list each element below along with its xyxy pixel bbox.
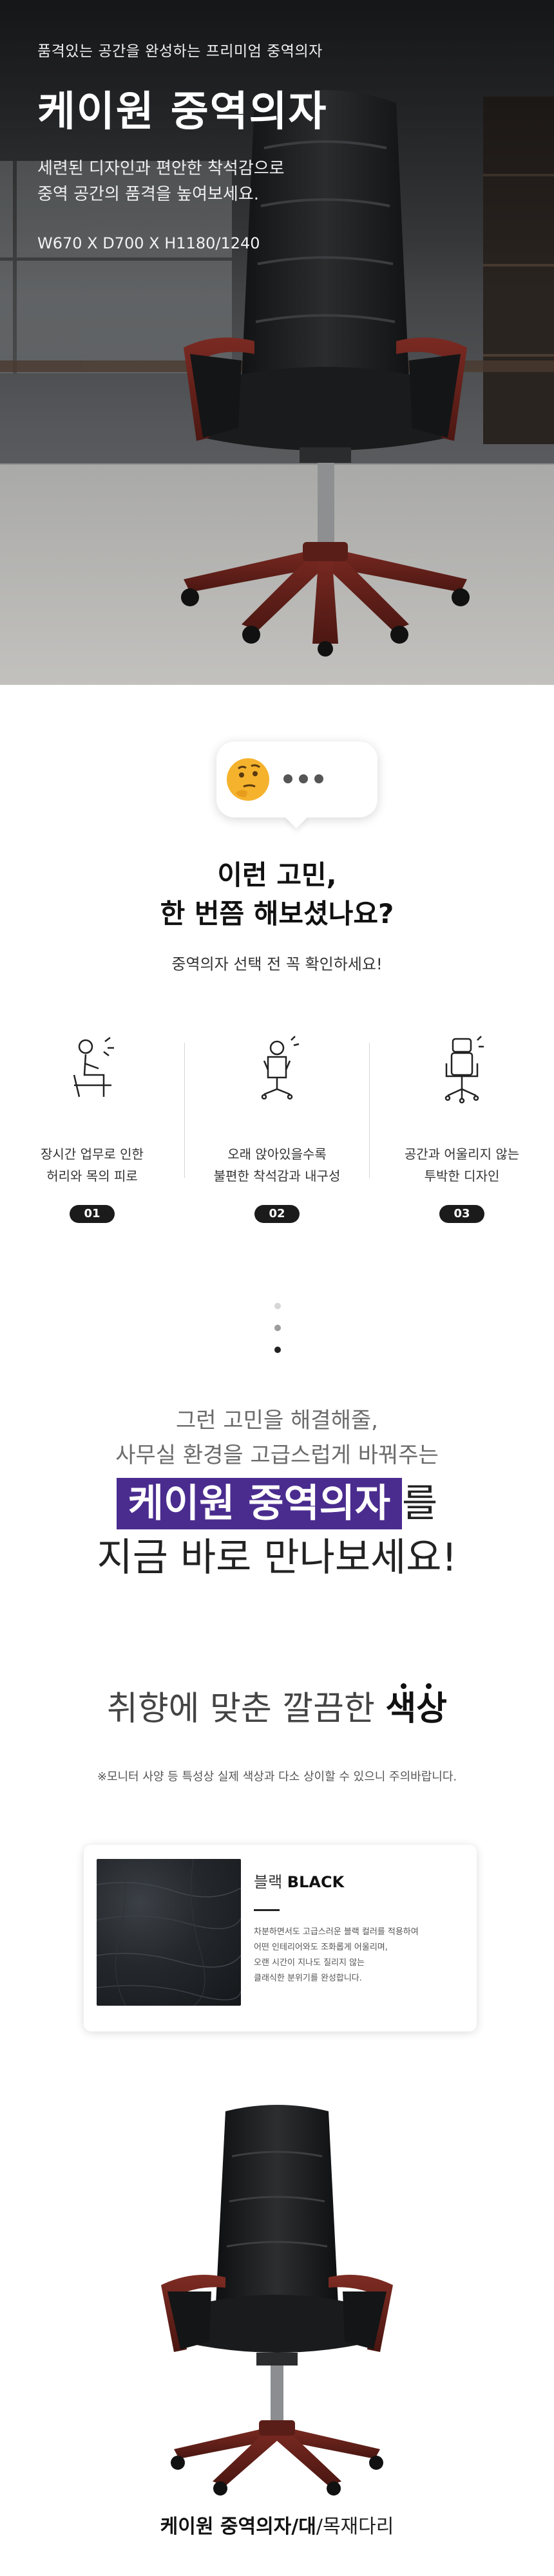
color-name-en: BLACK bbox=[287, 1873, 345, 1891]
worry-text-line: 투박한 디자인 bbox=[424, 1168, 500, 1184]
hero-banner: 품격있는 공간을 완성하는 프리미엄 중역의자 케이원 중역의자 세련된 디자인… bbox=[0, 0, 554, 685]
worry-title: 이런 고민, 한 번쯤 해보셨나요? bbox=[0, 856, 554, 933]
hero-dimensions: W670 X D700 X H1180/1240 bbox=[37, 234, 260, 252]
color-name-ko: 블랙 bbox=[254, 1873, 287, 1891]
color-notice: ※모니터 사양 등 특성상 실제 색상과 다소 상이할 수 있으니 주의바랍니다… bbox=[97, 1770, 457, 1784]
color-title-prefix: 취향에 맞춘 깔끔한 bbox=[107, 1690, 386, 1728]
solution-intro: 그런 고민을 해결해줄, 사무실 환경을 고급스럽게 바꿔주는 bbox=[0, 1403, 554, 1473]
ellipsis-icon bbox=[283, 774, 330, 786]
hero-chair-image bbox=[181, 90, 470, 657]
color-section-title: 취향에 맞춘 깔끔한 색상 bbox=[0, 1681, 554, 1730]
worry-text: 공간과 어울리지 않는 투박한 디자인 bbox=[370, 1143, 554, 1187]
thinking-speech-bubble bbox=[216, 742, 377, 817]
worry-number-badge: 03 bbox=[439, 1205, 484, 1223]
worry-number-badge: 01 bbox=[70, 1205, 115, 1223]
black-leather-swatch bbox=[97, 1859, 241, 2006]
color-divider bbox=[254, 1909, 280, 1911]
headline-suffix: 를 bbox=[402, 1481, 438, 1526]
worry-item: 공간과 어울리지 않는 투박한 디자인 03 bbox=[370, 1023, 554, 1229]
uncomfortable-chair-person-icon bbox=[261, 1036, 300, 1100]
worry-text: 오래 앉아있을수록 불편한 착석감과 내구성 bbox=[185, 1143, 369, 1187]
vertical-dots-divider bbox=[274, 1303, 281, 1368]
worry-title-line: 이런 고민, bbox=[217, 859, 337, 891]
solution-line: 그런 고민을 해결해줄, bbox=[176, 1408, 378, 1433]
color-desc-line: 차분하면서도 고급스러운 블랙 컬러를 적용하여 bbox=[254, 1927, 419, 1937]
worry-subtitle: 중역의자 선택 전 꼭 확인하세요! bbox=[171, 955, 383, 973]
worry-text: 장시간 업무로 인한 허리와 목의 피로 bbox=[0, 1143, 184, 1187]
hero-text-block: 품격있는 공간을 완성하는 프리미엄 중역의자 케이원 중역의자 세련된 디자인… bbox=[37, 39, 327, 252]
color-title-emphasis: 색상 bbox=[385, 1690, 447, 1728]
hero-description: 세련된 디자인과 편안한 착석감으로 중역 공간의 품격을 높여보세요. bbox=[37, 156, 327, 207]
worry-item: 장시간 업무로 인한 허리와 목의 피로 01 bbox=[0, 1023, 184, 1229]
product-caption-name: 케이원 중역의자/대 bbox=[160, 2515, 316, 2538]
hero-subtitle: 품격있는 공간을 완성하는 프리미엄 중역의자 bbox=[37, 43, 323, 60]
hero-desc-line: 중역 공간의 품격을 높여보세요. bbox=[37, 185, 260, 204]
thinking-face-icon bbox=[227, 758, 269, 801]
color-description: 차분하면서도 고급스러운 블랙 컬러를 적용하여 어떤 인테리어와도 조화롭게 … bbox=[254, 1925, 466, 1986]
product-name-highlight: 케이원 중역의자 bbox=[116, 1478, 403, 1529]
bulky-chair-icon bbox=[444, 1036, 484, 1104]
color-name: 블랙 BLACK bbox=[254, 1869, 344, 1892]
color-desc-line: 클래식한 분위기를 완성합니다. bbox=[254, 1974, 362, 1983]
divider bbox=[184, 1043, 185, 1178]
solution-headline-line2: 지금 바로 만나보세요! bbox=[97, 1535, 457, 1580]
worry-text-line: 허리와 목의 피로 bbox=[46, 1168, 138, 1184]
divider bbox=[369, 1043, 370, 1178]
color-desc-line: 오랜 시간이 지나도 질리지 않는 bbox=[254, 1958, 365, 1968]
product-caption: 케이원 중역의자/대/목재다리 bbox=[0, 2510, 554, 2539]
worry-title-line: 한 번쯤 해보셨나요? bbox=[160, 898, 394, 929]
leather-texture bbox=[97, 1859, 241, 2006]
color-option-card: 블랙 BLACK 차분하면서도 고급스러운 블랙 컬러를 적용하여 어떤 인테리… bbox=[84, 1845, 477, 2031]
product-chair-image bbox=[161, 2105, 393, 2496]
worry-number-badge: 02 bbox=[254, 1205, 300, 1223]
worry-list: 장시간 업무로 인한 허리와 목의 피로 01 오래 앉아있을수록 불편한 착석… bbox=[0, 1023, 554, 1229]
worry-text-line: 오래 앉아있을수록 bbox=[227, 1146, 327, 1162]
worry-text-line: 불편한 착석감과 내구성 bbox=[213, 1168, 341, 1184]
worry-item: 오래 앉아있을수록 불편한 착석감과 내구성 02 bbox=[185, 1023, 369, 1229]
worry-text-line: 공간과 어울리지 않는 bbox=[404, 1146, 520, 1162]
product-caption-variant: /목재다리 bbox=[316, 2515, 394, 2538]
worry-text-line: 장시간 업무로 인한 bbox=[41, 1146, 144, 1162]
hero-desc-line: 세련된 디자인과 편안한 착석감으로 bbox=[37, 159, 285, 178]
solution-line: 사무실 환경을 고급스럽게 바꿔주는 bbox=[115, 1442, 439, 1468]
color-desc-line: 어떤 인테리어와도 조화롭게 어울리며, bbox=[254, 1943, 388, 1952]
tired-sitting-person-icon bbox=[73, 1037, 114, 1097]
hero-title: 케이원 중역의자 bbox=[37, 88, 328, 136]
